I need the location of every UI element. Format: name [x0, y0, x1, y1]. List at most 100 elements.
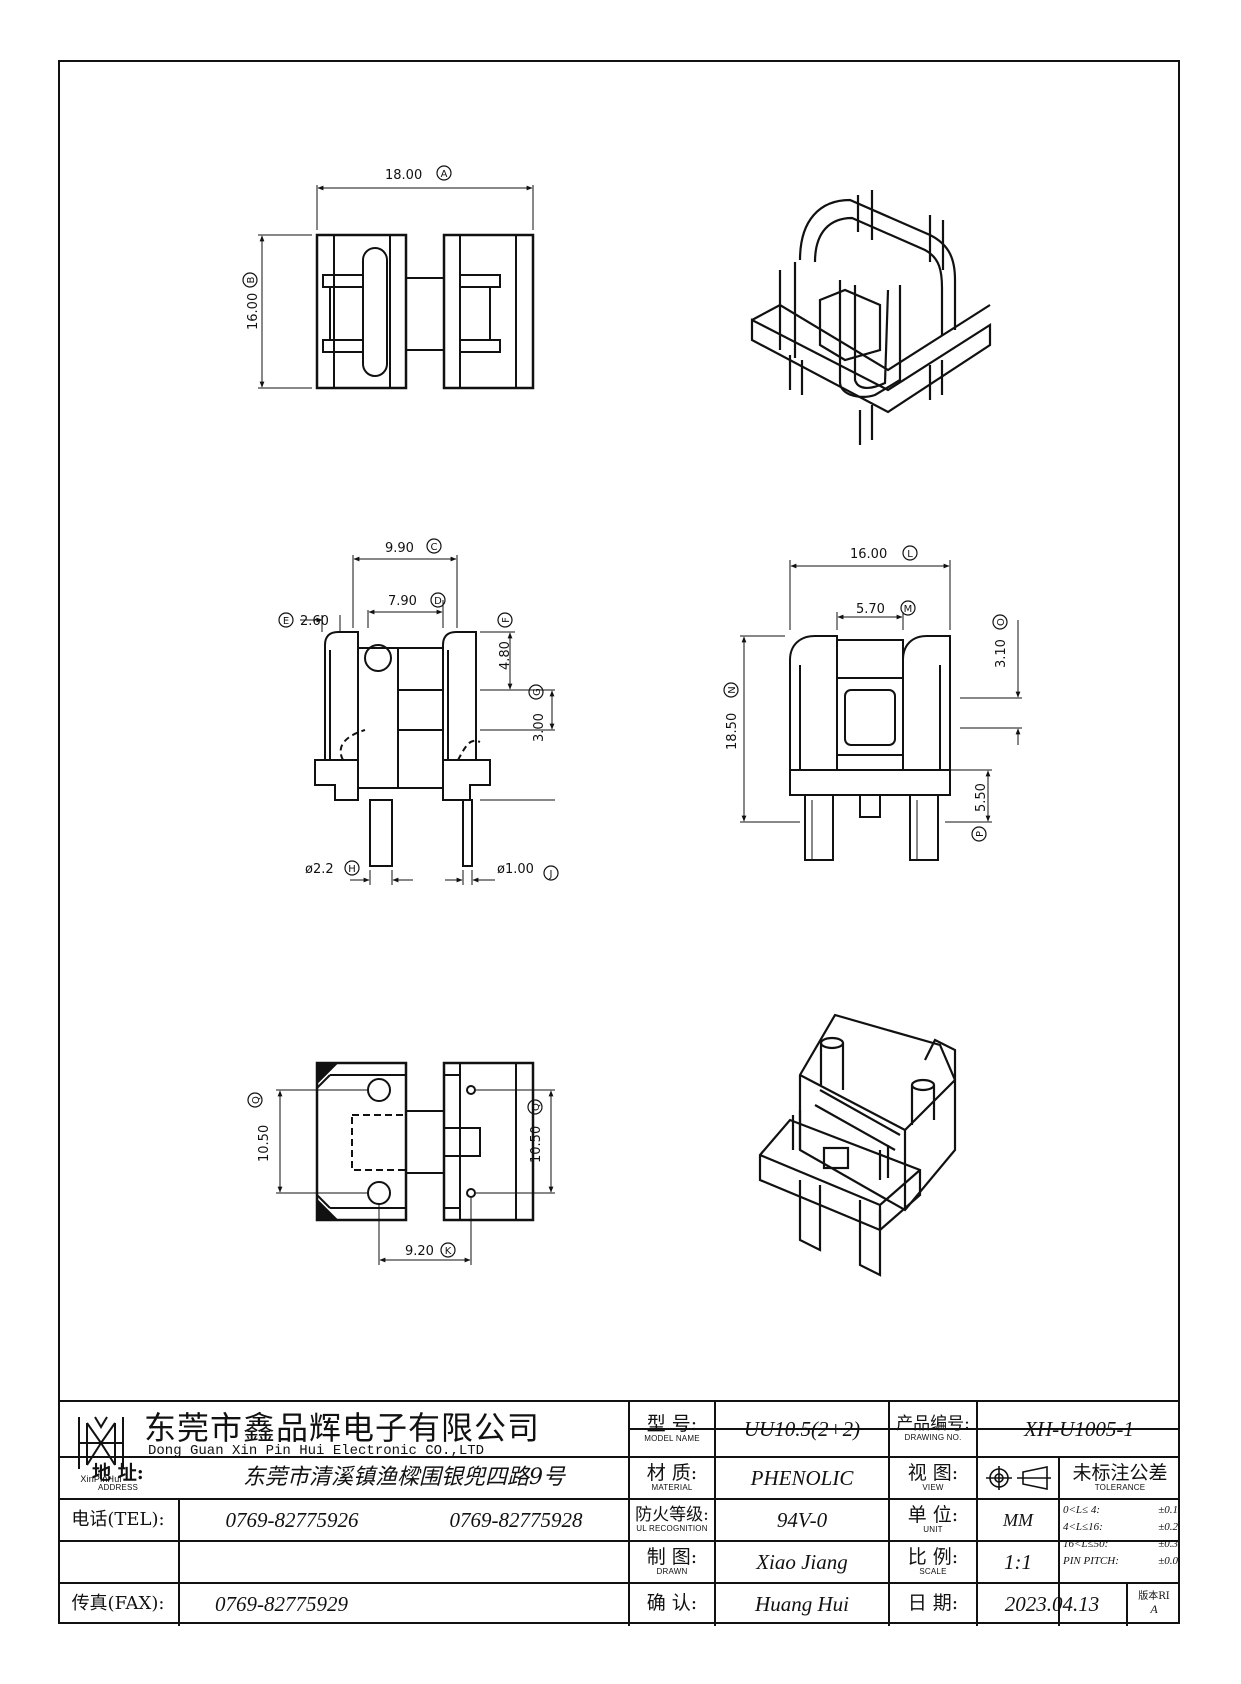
title-block-rule — [628, 1428, 1180, 1430]
tolerance-row: 16<L≤50: ±0.3 — [1063, 1536, 1178, 1553]
ul-label-cn: 防火等级: — [635, 1504, 709, 1525]
logo-text: XinPinHui — [80, 1474, 122, 1485]
view-label-en: VIEW — [922, 1482, 944, 1492]
dim-e-label: 2.60 — [300, 614, 329, 629]
material-label-cn: 材 质: — [646, 1461, 698, 1484]
tolerance-range: 16<L≤50: — [1063, 1538, 1109, 1550]
title-block-rule — [714, 1402, 716, 1626]
dim-c-label: 9.90 — [385, 541, 414, 556]
date-label: 日 期: — [890, 1584, 976, 1624]
date-value-cell: 2023.04.13 — [978, 1584, 1126, 1624]
tolerance-range: 0<L≤ 4: — [1063, 1504, 1100, 1516]
drawing-no-value-cell: XH-U1005-1 — [978, 1402, 1180, 1456]
address-label-cn: 地 址: — [92, 1461, 144, 1484]
dim-q-label-left: 10.50 — [257, 1125, 272, 1162]
first-angle-projection-icon — [986, 1466, 1051, 1490]
dim-p-tag: P — [975, 831, 986, 837]
dim-d-label: 7.90 — [388, 594, 417, 609]
material-value: PHENOLIC — [750, 1465, 854, 1490]
tolerance-range: 4<L≤16: — [1063, 1521, 1103, 1533]
dim-o-label: 3.10 — [994, 639, 1009, 668]
dim-b-label: 16.00 — [246, 293, 261, 330]
dim-h-tag: H — [348, 864, 356, 875]
dim-b-tag: B — [246, 276, 257, 283]
title-block-rule — [58, 1582, 1180, 1584]
material-label: 材 质: MATERIAL — [630, 1458, 714, 1498]
side-view — [740, 560, 1022, 861]
drawing-no-value: XH-U1005-1 — [1024, 1416, 1134, 1441]
title-block-rule — [58, 1456, 1180, 1458]
tolerance-range: PIN PITCH: — [1063, 1555, 1119, 1567]
drawn-label-cn: 制 图: — [646, 1545, 698, 1568]
title-block-rule — [1058, 1456, 1060, 1626]
tolerance-row: 4<L≤16: ±0.2 — [1063, 1519, 1178, 1536]
confirm-value-cell: Huang Hui — [716, 1584, 888, 1624]
company-name: 东莞市鑫品辉电子有限公司 — [144, 1406, 624, 1452]
dim-l-label: 16.00 — [850, 547, 887, 562]
date-value: 2023.04.13 — [1004, 1591, 1100, 1616]
tel-value-1: 0769-82775926 — [225, 1507, 359, 1532]
drawn-label-en: DRAWN — [656, 1566, 688, 1576]
isometric-view-bottom — [758, 1013, 957, 1277]
dim-q-tag-left: Q — [251, 1096, 262, 1104]
tolerance-table: 0<L≤ 4:±0.1 4<L≤16: ±0.2 16<L≤50: ±0.3 PIN… — [1063, 1502, 1178, 1570]
title-block-rule — [58, 1540, 1180, 1542]
drawing-no-label: 产品编号: DRAWING NO. — [890, 1402, 976, 1456]
view-label-cn: 视 图: — [907, 1461, 959, 1484]
date-label-cn: 日 期: — [907, 1592, 959, 1615]
title-block-rule — [178, 1498, 180, 1626]
drawn-value-cell: Xiao Jiang — [716, 1542, 888, 1582]
unit-label-cn: 单 位: — [907, 1503, 959, 1526]
scale-value-cell: 1:1 — [978, 1542, 1058, 1582]
dim-a-tag: A — [441, 169, 448, 180]
material-label-en: MATERIAL — [651, 1482, 693, 1492]
company-name-en: Dong Guan Xin Pin Hui Electronic CO.,LTD — [148, 1442, 485, 1459]
unit-value-cell: MM — [978, 1500, 1058, 1540]
dim-j-label: ø1.00 — [497, 862, 534, 877]
drawing-frame — [58, 60, 1180, 1624]
company-name-cn: 东莞市鑫品辉电子有限公司 — [144, 1409, 541, 1448]
dim-g-tag: G — [532, 688, 543, 696]
dim-n-label: 18.50 — [725, 713, 740, 750]
unit-value: MM — [1003, 1509, 1033, 1530]
engineering-drawing: 18.00 A 16.00 B 9.90 C 7.90 D E 2.60 F 4… — [242, 165, 1022, 1277]
ul-label-en: UL RECOGNITION — [636, 1523, 708, 1533]
address-value: 东莞市清溪镇渔樑围银兜四路9号 — [243, 1465, 565, 1491]
drawing-no-label-en: DRAWING NO. — [904, 1432, 962, 1442]
ul-value: 94V-0 — [776, 1507, 828, 1532]
dim-k-label: 9.20 — [405, 1244, 434, 1259]
title-block-rule — [976, 1402, 978, 1626]
title-block-rule — [58, 1498, 1180, 1500]
scale-label-en: SCALE — [919, 1566, 947, 1576]
dim-f-label: 4.80 — [498, 641, 513, 670]
tolerance-value: ±0.3 — [1158, 1538, 1178, 1550]
tolerance-row: 0<L≤ 4:±0.1 — [1063, 1502, 1178, 1519]
model-label-cn: 型 号: — [646, 1412, 698, 1435]
fax-label: 传真(FAX): — [71, 1592, 165, 1614]
tolerance-label-en: TOLERANCE — [1094, 1482, 1146, 1492]
model-value: UU10.5(2+2) — [743, 1416, 861, 1441]
view-label: 视 图: VIEW — [890, 1458, 976, 1498]
scale-label: 比 例: SCALE — [890, 1542, 976, 1582]
isometric-view-top — [750, 190, 992, 445]
ul-value-cell: 94V-0 — [716, 1500, 888, 1540]
dim-k-tag: K — [445, 1246, 452, 1257]
version-value: A — [1150, 1601, 1158, 1616]
confirm-value: Huang Hui — [755, 1591, 849, 1616]
dim-q-tag-right: Q — [531, 1103, 542, 1111]
company-name-en-wrap: Dong Guan Xin Pin Hui Electronic CO.,LTD — [148, 1442, 628, 1459]
title-block-rule — [628, 1402, 630, 1626]
model-label: 型 号: MODEL NAME — [630, 1402, 714, 1456]
dim-a-label: 18.00 — [385, 168, 422, 183]
tel-value-cell: 0769-82775926 0769-82775928 — [180, 1500, 628, 1540]
drawn-label: 制 图: DRAWN — [630, 1542, 714, 1582]
model-value-cell: UU10.5(2+2) — [716, 1402, 888, 1456]
dim-c-tag: C — [431, 542, 438, 553]
bottom-view — [276, 1061, 555, 1265]
fax-label-cell: 传真(FAX): — [58, 1584, 178, 1624]
tel-label: 电话(TEL): — [71, 1508, 165, 1530]
tolerance-value: ±0.2 — [1158, 1521, 1178, 1533]
confirm-label: 确 认: — [630, 1584, 714, 1624]
dim-f-tag: F — [501, 617, 512, 623]
tolerance-value: ±0.0 — [1158, 1555, 1178, 1567]
